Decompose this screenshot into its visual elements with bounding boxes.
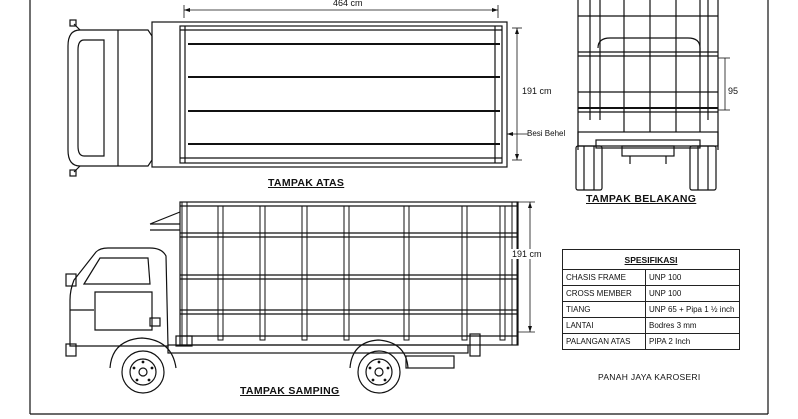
spec-row: TIANG UNP 65 + Pipa 1 ½ inch	[562, 301, 740, 318]
dimension-length-label: 464 cm	[330, 0, 366, 8]
spec-row: CROSS MEMBER UNP 100	[562, 285, 740, 302]
spec-value: Bodres 3 mm	[645, 317, 740, 334]
spec-table: SPESIFIKASI CHASIS FRAME UNP 100 CROSS M…	[562, 249, 740, 350]
spec-label: CROSS MEMBER	[562, 285, 646, 302]
company-name: PANAH JAYA KAROSERI	[598, 372, 701, 382]
besi-behel-label: Besi Behel	[527, 129, 566, 138]
view-title-top: TAMPAK ATAS	[268, 177, 345, 189]
spec-value: UNP 65 + Pipa 1 ½ inch	[645, 301, 740, 318]
side-cab-window	[82, 257, 151, 285]
spec-row: LANTAI Bodres 3 mm	[562, 317, 740, 334]
rear-wheel	[357, 350, 401, 394]
dimension-width-label: 191 cm	[522, 86, 552, 96]
side-view-drawing	[65, 201, 535, 394]
top-view-drawing	[67, 5, 528, 177]
top-windshield	[77, 39, 105, 157]
spec-value: UNP 100	[645, 285, 740, 302]
dimension-rear-height-label: 95	[728, 86, 739, 96]
view-title-rear: TAMPAK BELAKANG	[586, 193, 697, 205]
view-title-side: TAMPAK SAMPING	[240, 385, 340, 397]
spec-table-title: SPESIFIKASI	[562, 249, 740, 270]
dimension-side-height-label: 191 cm	[510, 249, 544, 259]
spec-row: CHASIS FRAME UNP 100	[562, 269, 740, 286]
spec-label: TIANG	[562, 301, 646, 318]
spec-label: PALANGAN ATAS	[562, 333, 646, 350]
spec-value: UNP 100	[645, 269, 740, 286]
rear-view-drawing	[575, 0, 730, 191]
spec-row: PALANGAN ATAS PIPA 2 Inch	[562, 333, 740, 350]
spec-label: LANTAI	[562, 317, 646, 334]
spec-label: CHASIS FRAME	[562, 269, 646, 286]
spec-value: PIPA 2 Inch	[645, 333, 740, 350]
side-cab-outline	[69, 247, 169, 347]
front-wheel	[121, 350, 165, 394]
top-cab-outline	[67, 29, 153, 167]
top-body-outline	[151, 21, 508, 168]
